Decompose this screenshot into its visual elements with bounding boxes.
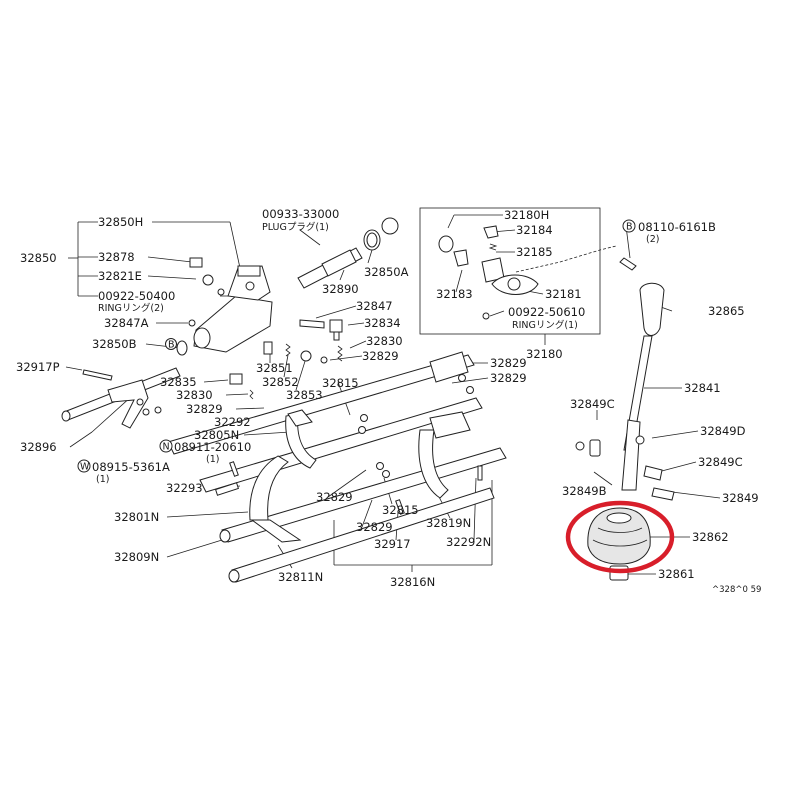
label-ring-2: RINGリング(2) <box>98 302 164 314</box>
label-32816N: 32816N <box>390 575 435 589</box>
label-32849B: 32849B <box>562 484 607 498</box>
label-32849C-1: 32849C <box>570 397 615 411</box>
label-32829-d: 32829 <box>490 371 527 385</box>
selector-housing <box>176 217 399 400</box>
label-32896: 32896 <box>20 440 57 454</box>
label-32292: 32292 <box>214 415 251 429</box>
label-32849D: 32849D <box>700 424 746 438</box>
label-32917: 32917 <box>374 537 411 551</box>
label-32849C-2: 32849C <box>698 455 743 469</box>
label-32815-b: 32815 <box>382 503 419 517</box>
label-32850B: 32850B <box>92 337 137 351</box>
label-32834: 32834 <box>364 316 401 330</box>
label-32847: 32847 <box>356 299 393 313</box>
label-32183: 32183 <box>436 287 473 301</box>
label-32819N: 32819N <box>426 516 471 530</box>
marker-b-2: B <box>626 222 633 233</box>
label-08110-6161B: 08110-6161B <box>638 220 716 234</box>
label-32185: 32185 <box>516 245 553 259</box>
callout-labels: 32850H 00933-33000 PLUGプラグ(1) 32850 3287… <box>16 207 761 595</box>
label-32829-c: 32829 <box>490 356 527 370</box>
label-32293: 32293 <box>166 481 203 495</box>
marker-w: W <box>80 462 90 473</box>
label-32890: 32890 <box>322 282 359 296</box>
label-32850A: 32850A <box>364 265 409 279</box>
label-32830-b: 32830 <box>366 334 403 348</box>
label-32184: 32184 <box>516 223 553 237</box>
label-32815-a: 32815 <box>322 376 359 390</box>
label-32801N: 32801N <box>114 510 159 524</box>
label-32181: 32181 <box>545 287 582 301</box>
label-plug: PLUGプラグ(1) <box>262 221 329 233</box>
label-32811N: 32811N <box>278 570 323 584</box>
label-32861: 32861 <box>658 567 695 581</box>
assembly-32180 <box>438 225 539 320</box>
label-32835: 32835 <box>160 375 197 389</box>
label-32805N: 32805N <box>194 428 239 442</box>
label-32180: 32180 <box>526 347 563 361</box>
shift-forks <box>107 351 483 543</box>
label-32830-a: 32830 <box>176 388 213 402</box>
label-ring-1: RINGリング(1) <box>512 319 578 331</box>
label-00922-50610: 00922-50610 <box>508 305 585 319</box>
diagram-code: ^328^0 59 <box>712 585 761 595</box>
label-32917P: 32917P <box>16 360 60 374</box>
marker-b-1: B <box>168 340 175 351</box>
label-08911-20610: 08911-20610 <box>174 440 251 454</box>
shift-lever-assembly <box>575 257 675 581</box>
label-32829-b: 32829 <box>362 349 399 363</box>
label-32829-e: 32829 <box>316 490 353 504</box>
label-32878: 32878 <box>98 250 135 264</box>
label-32829-f: 32829 <box>356 520 393 534</box>
label-32180H: 32180H <box>504 208 549 222</box>
label-00933-33000: 00933-33000 <box>262 207 339 221</box>
label-32850H: 32850H <box>98 215 143 229</box>
label-32853: 32853 <box>286 388 323 402</box>
label-32850: 32850 <box>20 251 57 265</box>
label-32865: 32865 <box>708 304 745 318</box>
label-32829-a: 32829 <box>186 402 223 416</box>
label-32847A: 32847A <box>104 316 149 330</box>
markers <box>77 219 636 473</box>
label-08911-qty: (1) <box>206 454 219 465</box>
label-32292N: 32292N <box>446 535 491 549</box>
marker-n: N <box>163 442 170 453</box>
label-32852: 32852 <box>262 375 299 389</box>
label-08110-qty: (2) <box>646 234 659 245</box>
label-32862: 32862 <box>692 530 729 544</box>
label-32849: 32849 <box>722 491 759 505</box>
label-32851: 32851 <box>256 361 293 375</box>
label-08915-qty: (1) <box>96 474 109 485</box>
label-32841: 32841 <box>684 381 721 395</box>
label-32809N: 32809N <box>114 550 159 564</box>
label-32821E: 32821E <box>98 269 142 283</box>
label-00922-50400: 00922-50400 <box>98 289 175 303</box>
label-08915-5361A: 08915-5361A <box>92 460 170 474</box>
highlight-circle-32862 <box>565 500 675 574</box>
